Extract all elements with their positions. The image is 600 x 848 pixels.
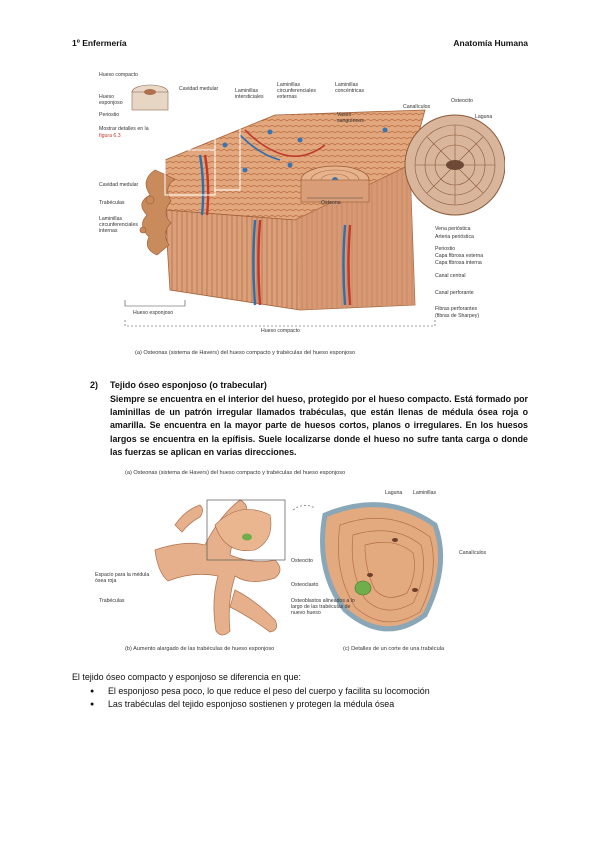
section-number: 2) xyxy=(90,380,99,390)
label-canaliculi-2: Canalículos xyxy=(459,550,487,556)
label-outer-lamellae: Laminillas circunferenciales externas xyxy=(277,82,316,100)
label-spongy-bottom: Hueso esponjoso xyxy=(133,310,174,316)
label-trabeculae: Trabéculas xyxy=(99,200,125,206)
figure2-caption-right: (c) Detalles de un corte de una trabécul… xyxy=(343,646,445,652)
label-perforating-fibers: Fibras perforantes xyxy=(435,306,478,312)
label-perforating-canal: Canal perforante xyxy=(435,290,474,296)
label-outer-fibrous: Capa fibrosa externa xyxy=(435,253,484,259)
label-concentric: Laminillas concéntricas xyxy=(335,82,365,94)
section-heading: 2) Tejido óseo esponjoso (o trabecular) xyxy=(90,380,528,390)
label-canaliculi-top: Canalículos xyxy=(403,104,431,110)
label-osteocyte-top: Osteocito xyxy=(451,98,473,104)
label-top-medullary: Cavidad medular xyxy=(179,86,219,92)
figure2-caption-left: (b) Aumento alargado de las trabéculas d… xyxy=(125,646,275,652)
differences-section: El tejido óseo compacto y esponjoso se d… xyxy=(72,672,532,711)
list-item: Las trabéculas del tejido esponjoso sost… xyxy=(90,698,532,711)
label-osteoblasts: Osteoblastos alineados a lo largo de las… xyxy=(291,598,355,616)
label-inner-fibrous: Capa fibrosa interna xyxy=(435,260,482,266)
spongy-bone-section: 2) Tejido óseo esponjoso (o trabecular) S… xyxy=(90,380,528,459)
page-header: 1º Enfermería Anatomía Humana xyxy=(72,38,528,50)
label-osteocyte-2: Osteocito xyxy=(291,558,313,564)
label-marrow-space: Espacio para la médula ósea roja xyxy=(95,572,150,584)
differences-intro: El tejido óseo compacto y esponjoso se d… xyxy=(72,672,301,682)
label-compact-bone: Hueso compacto xyxy=(99,72,138,78)
compact-bone-illustration xyxy=(124,84,506,327)
section-title: Tejido óseo esponjoso (o trabecular) xyxy=(110,380,267,390)
label-inner-lamellae: Laminillas circunferenciales internas xyxy=(99,216,138,234)
label-trabeculae-2: Trabéculas xyxy=(99,598,125,604)
section-body: Siempre se encuentra en el interior del … xyxy=(110,394,528,457)
spongy-bone-figure: (a) Osteonas (sistema de Havers) del hue… xyxy=(95,470,505,660)
label-lacuna-top: Laguna xyxy=(475,114,493,120)
label-central-canal: Canal central xyxy=(435,273,466,279)
label-sharpey-fibers: (fibras de Sharpey) xyxy=(435,313,480,319)
label-periosteum: Periostio xyxy=(99,112,120,118)
label-periosteal-vein: Vena perióstica xyxy=(435,226,471,232)
label-detail-note: Mostrar detalles en la xyxy=(99,126,149,132)
differences-list: El esponjoso pesa poco, lo que reduce el… xyxy=(72,685,532,711)
label-compact-bottom: Hueso compacto xyxy=(261,328,300,334)
label-spongy-bone: Hueso esponjoso xyxy=(99,94,123,106)
label-vessels: Vasos sanguíneos xyxy=(337,112,364,124)
label-medullary-cavity: Cavidad medular xyxy=(99,182,139,188)
label-periosteum-right: Periostio xyxy=(435,246,456,252)
list-item: El esponjoso pesa poco, lo que reduce el… xyxy=(90,685,532,698)
label-lamellae-2: Laminillas xyxy=(413,490,437,496)
label-periosteal-artery: Arteria perióstica xyxy=(435,234,474,240)
spongy-bone-illustration xyxy=(154,499,444,636)
label-interstitial: Laminillas intersticiales xyxy=(235,88,264,100)
figure2-title: (a) Osteonas (sistema de Havers) del hue… xyxy=(125,470,346,476)
label-osteon: Osteona xyxy=(321,200,341,206)
figure1-caption: (a) Osteonas (sistema de Havers) del hue… xyxy=(135,350,356,356)
label-figure-ref: figura 6.3 xyxy=(99,133,121,139)
header-course: 1º Enfermería xyxy=(72,38,127,48)
header-subject: Anatomía Humana xyxy=(453,38,528,48)
compact-bone-figure: Hueso compacto Hueso esponjoso Periostio… xyxy=(95,70,506,360)
label-osteoclast: Osteoclasto xyxy=(291,582,319,588)
label-lacuna-2: Laguna xyxy=(385,490,403,496)
